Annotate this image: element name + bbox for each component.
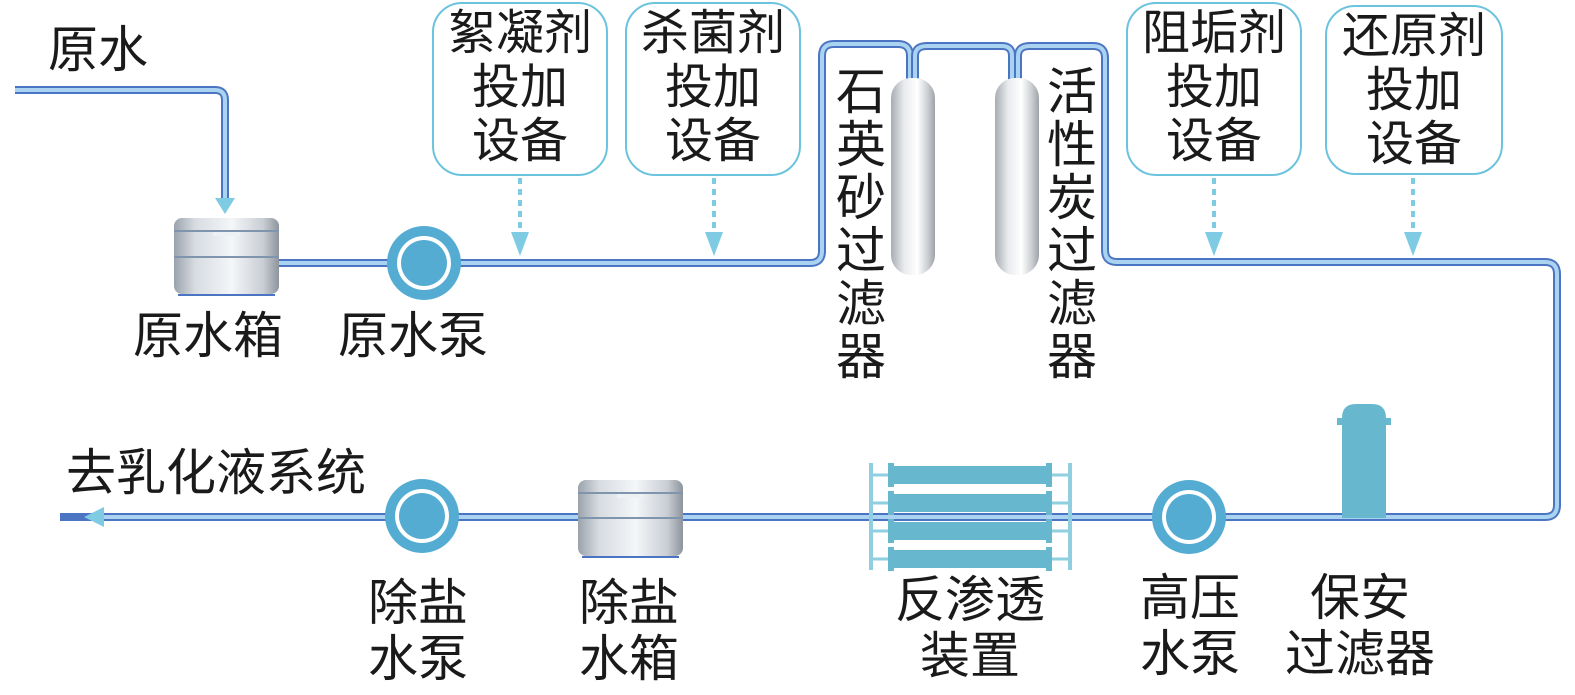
label-char: 活 <box>1047 63 1097 121</box>
reductant-dosing-box: 还原剂 投加 设备 <box>1325 5 1503 175</box>
pipe-filter-link <box>911 42 1016 80</box>
raw-water-tank-label: 原水箱 <box>133 307 283 365</box>
quartz-sand-filter-icon <box>891 78 935 275</box>
desalted-water-pump-icon <box>385 479 459 553</box>
desalted-water-pump-label: 除盐 水泵 <box>368 574 468 688</box>
label-char: 器 <box>836 328 886 386</box>
quartz-sand-filter-label: 石 英 砂 过 滤 器 <box>833 66 889 384</box>
pipes <box>15 40 1561 527</box>
arrow-down-icon <box>511 232 529 256</box>
desalted-water-tank-label: 除盐 水箱 <box>579 574 679 688</box>
dosing-arrows <box>518 178 1415 232</box>
security-filter-label: 保安 过滤器 <box>1285 569 1435 683</box>
reverse-osmosis-unit-label: 反渗透 装置 <box>895 571 1045 685</box>
high-pressure-pump-label: 高压 水泵 <box>1140 569 1240 683</box>
arrow-down-icon <box>1205 232 1223 256</box>
raw-water-pump-icon <box>387 226 461 300</box>
arrow-down-icon <box>1404 232 1422 256</box>
inlet-label: 原水 <box>48 21 148 79</box>
reverse-osmosis-unit-icon <box>869 463 1072 571</box>
pipe-inlet <box>15 86 229 200</box>
label-char: 炭 <box>1047 169 1097 227</box>
label-char: 砂 <box>836 169 886 227</box>
flocculant-dosing-box: 絮凝剂 投加 设备 <box>432 2 608 176</box>
bactericide-dosing-box: 杀菌剂 投加 设备 <box>625 2 801 176</box>
high-pressure-pump-icon <box>1152 480 1226 554</box>
desalted-water-tank-icon <box>578 480 683 558</box>
outlet-label: 去乳化液系统 <box>66 444 366 502</box>
arrow-down-icon <box>705 232 723 256</box>
label-char: 滤 <box>1047 275 1097 333</box>
security-filter-icon <box>1337 404 1391 518</box>
arrow-left-icon <box>84 507 104 527</box>
antiscalant-dosing-box: 阻垢剂 投加 设备 <box>1126 2 1302 176</box>
label-char: 过 <box>1047 222 1097 280</box>
activated-carbon-filter-icon <box>995 78 1039 275</box>
raw-water-pump-label: 原水泵 <box>338 307 488 365</box>
arrow-down-icon <box>215 198 235 214</box>
label-char: 器 <box>1047 328 1097 386</box>
label-char: 过 <box>836 222 886 280</box>
activated-carbon-filter-label: 活 性 炭 过 滤 器 <box>1044 66 1100 384</box>
label-char: 滤 <box>836 275 886 333</box>
label-char: 英 <box>836 116 886 174</box>
raw-water-tank-icon <box>174 218 279 296</box>
label-char: 石 <box>836 63 886 121</box>
label-char: 性 <box>1047 116 1097 174</box>
